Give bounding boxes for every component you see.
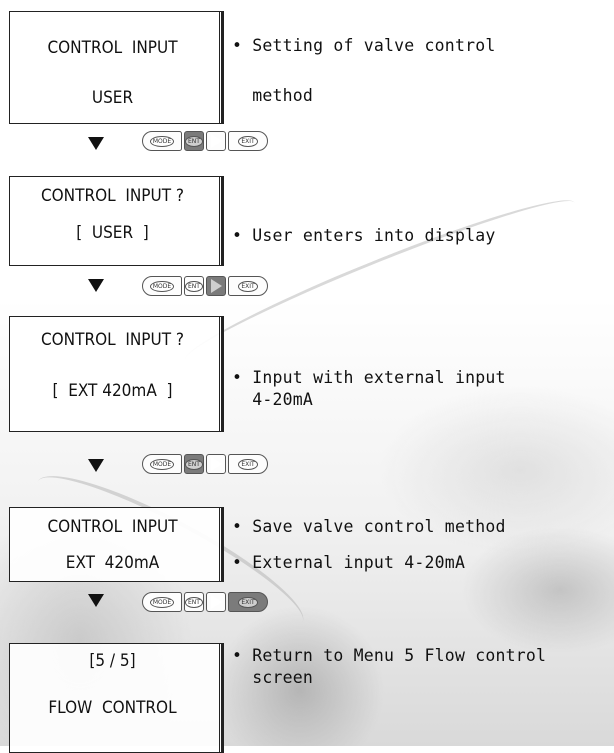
step-5-note: • Return to Menu 5 Flow control (232, 646, 547, 665)
button-panel: MODE ENT EXIT (142, 131, 272, 153)
lcd-line-1: CONTROL INPUT ? (40, 330, 185, 350)
ent-button[interactable]: ENT (184, 454, 204, 474)
step-3-note-cont: 4-20mA (232, 390, 314, 409)
lcd-line-2: [ EXT 420mA ] (52, 381, 173, 401)
step-2-note: • User enters into display (232, 226, 496, 245)
mode-button[interactable]: MODE (142, 592, 182, 612)
lcd-screen-step-1: CONTROL INPUT USER (9, 11, 224, 124)
exit-button[interactable]: EXIT (228, 454, 268, 474)
down-arrow-icon (88, 279, 104, 292)
step-4-note: • Save valve control method (232, 517, 506, 536)
lcd-line-1: [5 / 5] (89, 651, 136, 671)
triangle-right-icon (209, 594, 222, 610)
lcd-line-2: USER (91, 88, 134, 108)
lcd-screen-step-4: CONTROL INPUT EXT 420mA (9, 507, 224, 582)
step-5-note-cont: screen (232, 668, 314, 687)
ent-button[interactable]: ENT (184, 592, 204, 612)
lcd-line-2: FLOW CONTROL (48, 698, 177, 718)
mode-button[interactable]: MODE (142, 131, 182, 151)
lcd-line-1: CONTROL INPUT (47, 517, 178, 537)
next-button[interactable] (206, 592, 226, 612)
lcd-line-1: CONTROL INPUT ? (40, 186, 185, 206)
down-arrow-icon (88, 594, 104, 607)
step-1-note-cont: method (232, 86, 314, 105)
button-panel: MODE ENT EXIT (142, 454, 272, 476)
lcd-line-2: [ USER ] (76, 223, 149, 243)
next-button[interactable] (206, 276, 226, 296)
ent-button[interactable]: ENT (184, 131, 204, 151)
down-arrow-icon (88, 459, 104, 472)
step-3-note: • Input with external input (232, 368, 506, 387)
step-4-note-2: • External input 4-20mA (232, 553, 466, 572)
mode-button[interactable]: MODE (142, 276, 182, 296)
lcd-screen-step-5: [5 / 5] FLOW CONTROL (9, 643, 224, 753)
lcd-line-1: CONTROL INPUT (47, 38, 178, 58)
button-panel: MODE ENT EXIT (142, 592, 272, 614)
next-button[interactable] (206, 454, 226, 474)
exit-button[interactable]: EXIT (228, 592, 268, 612)
down-arrow-icon (88, 137, 104, 150)
exit-button[interactable]: EXIT (228, 276, 268, 296)
button-panel: MODE ENT EXIT (142, 276, 272, 298)
mode-button[interactable]: MODE (142, 454, 182, 474)
ent-button[interactable]: ENT (184, 276, 204, 296)
triangle-right-icon (209, 133, 222, 149)
next-button[interactable] (206, 131, 226, 151)
triangle-right-icon (209, 278, 222, 294)
exit-button[interactable]: EXIT (228, 131, 268, 151)
triangle-right-icon (209, 456, 222, 472)
step-1-note: • Setting of valve control (232, 36, 496, 55)
lcd-screen-step-2: CONTROL INPUT ? [ USER ] (9, 176, 224, 266)
lcd-line-2: EXT 420mA (65, 553, 160, 573)
lcd-screen-step-3: CONTROL INPUT ? [ EXT 420mA ] (9, 316, 224, 432)
